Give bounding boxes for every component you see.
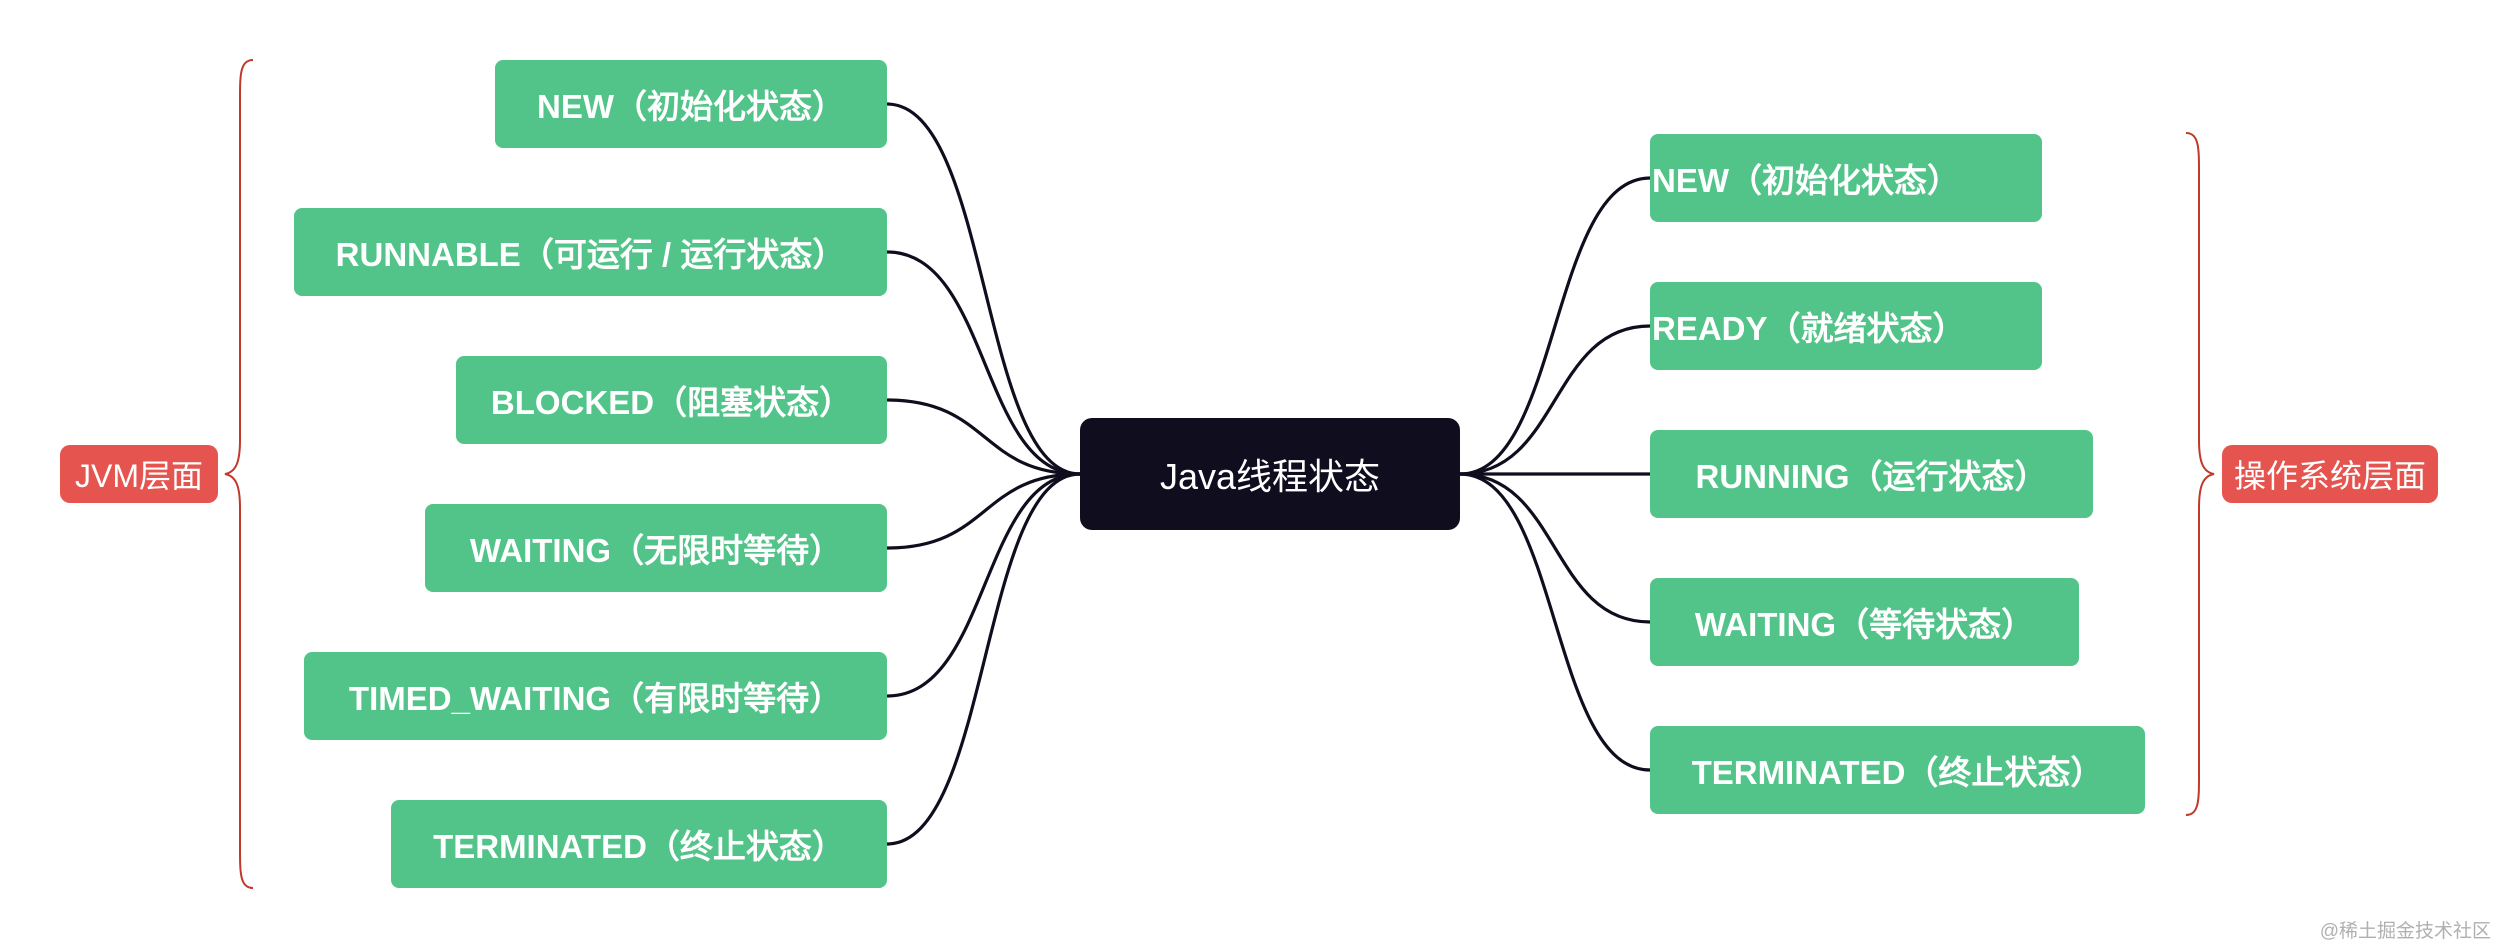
right-node-running: RUNNING（运行状态） xyxy=(1650,430,2093,518)
center-node: Java线程状态 xyxy=(1080,418,1460,530)
left-node-runnable: RUNNABLE（可运行 / 运行状态） xyxy=(294,208,887,296)
connector-right-ready xyxy=(1459,324,1651,476)
connector-right-new xyxy=(1459,176,1651,476)
watermark: @稀土掘金技术社区 xyxy=(2319,921,2491,942)
left-brace xyxy=(224,59,254,889)
left-node-new: NEW（初始化状态） xyxy=(495,60,887,148)
connector-left-terminated xyxy=(886,472,1081,846)
right-node-new: NEW（初始化状态） xyxy=(1650,134,2042,222)
connector-left-new xyxy=(886,102,1081,476)
connector-left-timed-waiting xyxy=(886,472,1081,698)
right-node-terminated: TERMINATED（终止状态） xyxy=(1650,726,2145,814)
left-node-blocked: BLOCKED（阻塞状态） xyxy=(456,356,887,444)
jvm-level-tag: JVM层面 xyxy=(60,445,218,503)
right-node-ready: READY（就绪状态） xyxy=(1650,282,2042,370)
connector-left-runnable xyxy=(886,250,1081,476)
connector-right-waiting xyxy=(1459,472,1651,624)
left-node-terminated: TERMINATED（终止状态） xyxy=(391,800,887,888)
right-brace xyxy=(2185,132,2215,816)
os-level-tag: 操作系统层面 xyxy=(2222,445,2438,503)
connector-left-blocked xyxy=(886,398,1081,476)
left-node-waiting: WAITING（无限时等待） xyxy=(425,504,887,592)
left-node-timed-waiting: TIMED_WAITING（有限时等待） xyxy=(304,652,887,740)
connector-left-waiting xyxy=(886,472,1081,550)
right-node-waiting: WAITING（等待状态） xyxy=(1650,578,2079,666)
connector-right-terminated xyxy=(1459,472,1651,772)
